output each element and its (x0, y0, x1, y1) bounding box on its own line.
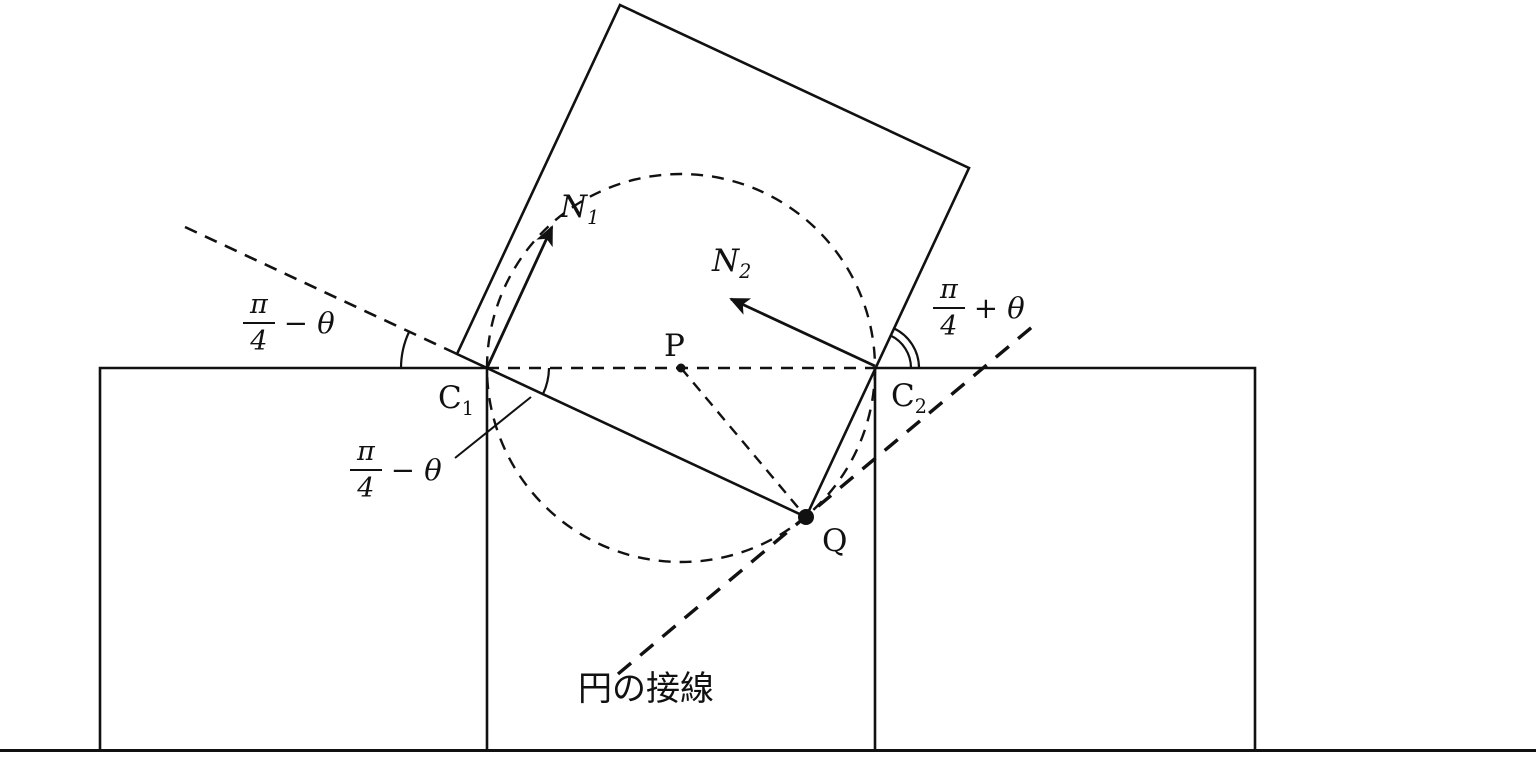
circle-tangent-dashed-line (616, 325, 1034, 676)
label-angle-lower-left: π 4 − θ (350, 438, 442, 502)
angle-label-leader-line (454, 396, 532, 459)
label-circle-tangent: 円の接線 (578, 669, 714, 709)
fraction: π 4 (243, 291, 275, 355)
normal-force-n1-arrow (485, 225, 554, 369)
fraction-numerator: π (350, 438, 382, 471)
left-block (98, 366, 489, 751)
angle-arc-top-left (399, 331, 411, 369)
label-c1: C1 (438, 380, 474, 421)
angle-suffix: + θ (973, 290, 1025, 325)
angle-suffix: − θ (390, 452, 442, 487)
label-angle-top-left: π 4 − θ (243, 291, 335, 355)
angle-arc-right-inner (889, 334, 913, 369)
fraction: π 4 (350, 438, 382, 502)
label-p: P (664, 328, 685, 364)
label-n1: N1 (560, 189, 600, 230)
angle-arc-right-outer (893, 327, 921, 369)
fraction-denominator: 4 (940, 311, 958, 342)
label-c2: C2 (891, 378, 927, 419)
angle-arc-lower-left (541, 367, 551, 395)
label-n2: N2 (712, 243, 752, 284)
fraction-numerator: π (243, 291, 275, 324)
fraction-denominator: 4 (357, 473, 375, 504)
point-p-dot (676, 363, 686, 373)
fraction-denominator: 4 (250, 326, 268, 357)
angle-suffix: − θ (283, 305, 335, 340)
edge-extension-dashed-line (184, 225, 458, 356)
label-q: Q (822, 523, 848, 559)
label-angle-right: π 4 + θ (933, 276, 1025, 340)
point-q-dot (798, 509, 814, 525)
normal-force-n2-arrow (729, 297, 876, 368)
radius-p-q-dashed-line (680, 367, 807, 518)
right-block (873, 366, 1257, 751)
fraction: π 4 (933, 276, 965, 340)
fraction-numerator: π (933, 276, 965, 309)
